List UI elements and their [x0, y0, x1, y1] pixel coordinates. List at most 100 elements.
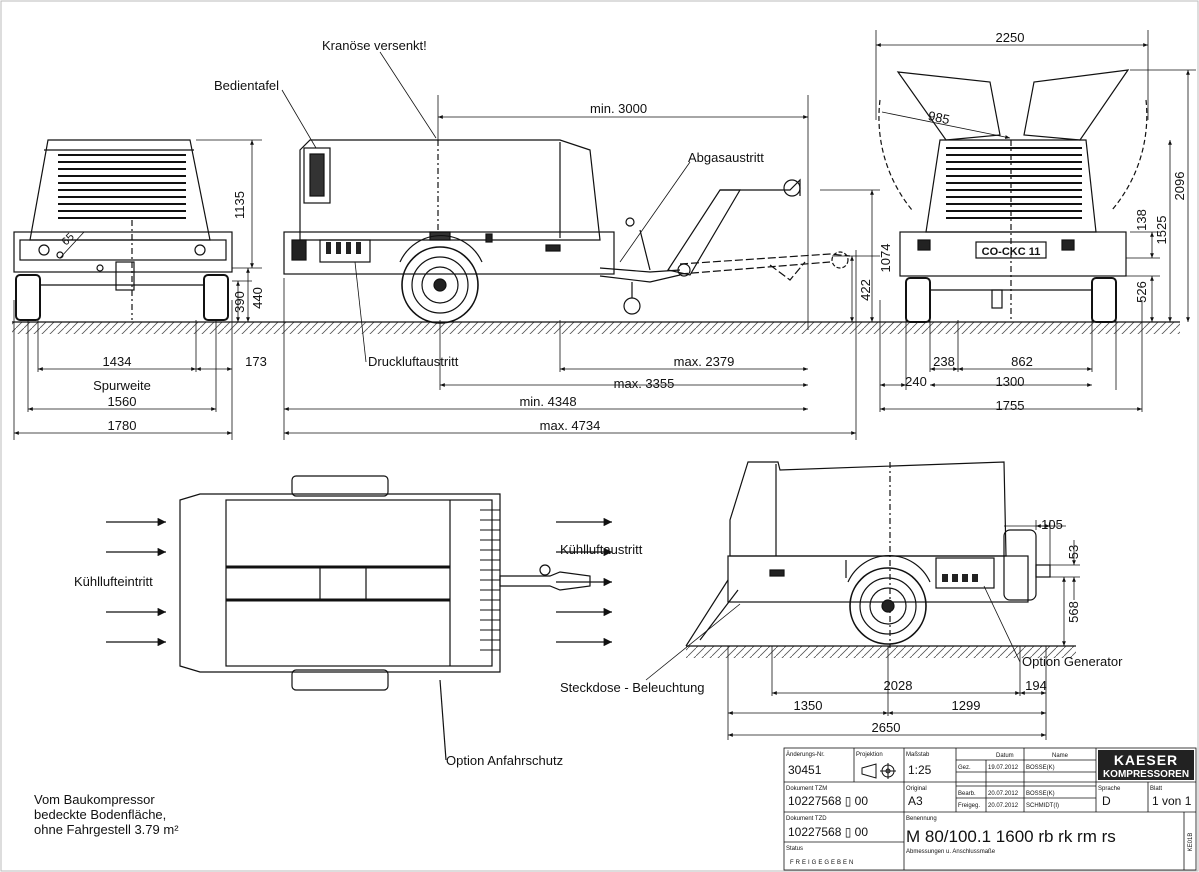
dim-1300: 1300 [996, 374, 1025, 389]
tb-aenderung-value: 30451 [788, 763, 822, 777]
dim-1434: 1434 [103, 354, 132, 369]
tb-status-label: Status [786, 846, 803, 852]
tb-freig-label: Freigeg. [958, 803, 980, 809]
dim-422: 422 [858, 279, 873, 301]
tb-sprache-value: D [1102, 794, 1111, 808]
label-druckluftaustritt: Druckluftaustritt [368, 354, 459, 369]
side-view-text: Kranöse versenkt! Bedientafel min. 3000 … [214, 38, 893, 433]
side-view-2 [685, 461, 1051, 648]
tb-name-label: Name [1052, 753, 1069, 759]
tb-sprache-label: Sprache [1098, 786, 1121, 792]
license-plate: CO-CKC 11 [982, 246, 1041, 258]
rear-view [878, 69, 1148, 323]
tb-bearb-name: BOSSE(K) [1026, 791, 1055, 797]
tb-massstab-value: 1:25 [908, 763, 932, 777]
dim-1074: 1074 [878, 244, 893, 273]
tb-bez-sub: Abmessungen u. Anschlussmaße [906, 849, 996, 855]
tb-original-value: A3 [908, 794, 923, 808]
label-kuehllufteintritt: Kühllufteintritt [74, 574, 153, 589]
tb-massstab-label: Maßstab [906, 752, 930, 758]
dim-max-2379: max. 2379 [674, 354, 735, 369]
title-block: Änderungs-Nr. Projektion Maßstab Datum N… [783, 747, 1197, 871]
front-view [13, 139, 233, 321]
tb-doc-tzd-label: Dokument TZD [786, 816, 827, 822]
dim-1135: 1135 [232, 191, 247, 219]
label-option-anfahrschutz: Option Anfahrschutz [446, 753, 563, 768]
label-kuehlluftaustritt: Kühlluftaustritt [560, 542, 643, 557]
kaeser-logo-sub: KOMPRESSOREN [1103, 769, 1189, 780]
tb-doc-tzm-label: Dokument TZM [786, 786, 827, 792]
dim-440: 440 [250, 287, 265, 309]
footprint-note: Vom Baukompressor bedeckte Bodenfläche, … [34, 792, 179, 837]
tb-bearb-label: Bearb. [958, 791, 976, 797]
tb-bearb-date: 20.07.2012 [988, 791, 1019, 797]
front-view-dim-text: 1135 65 390 440 1434 173 Spurweite 1560 … [60, 191, 267, 433]
tb-status-value: FREIGEGEBEN [790, 860, 855, 866]
tb-gez-date: 19.07.2012 [988, 765, 1019, 771]
note-line-1: Vom Baukompressor [34, 792, 155, 807]
tb-aenderung-label: Änderungs-Nr. [786, 751, 825, 758]
dim-53: 53 [1066, 545, 1081, 559]
dim-390: 390 [232, 291, 247, 313]
dim-1299: 1299 [952, 698, 981, 713]
dim-min-3000: min. 3000 [590, 101, 647, 116]
dim-568: 568 [1066, 601, 1081, 623]
side-view-2-dims [645, 520, 1080, 740]
label-option-generator: Option Generator [1022, 654, 1123, 669]
side-view-dims [281, 51, 880, 440]
dim-min-4348: min. 4348 [519, 394, 576, 409]
rear-view-dims [875, 30, 1196, 412]
dim-2650: 2650 [872, 720, 901, 735]
dim-173: 173 [245, 354, 267, 369]
tb-gez-name: BOSSE(K) [1026, 765, 1055, 771]
tb-doc-tzd-value: 10227568 ▯ 00 [788, 825, 868, 839]
dim-max-4734: max. 4734 [540, 418, 601, 433]
side-view [283, 139, 851, 324]
dim-1780: 1780 [108, 418, 137, 433]
dim-2250: 2250 [996, 30, 1025, 45]
tb-bez-label: Benennung [906, 816, 937, 822]
dim-105: 105 [1041, 517, 1063, 532]
dim-1350: 1350 [794, 698, 823, 713]
dim-1525: 1525 [1154, 216, 1169, 245]
top-view-airflow-arrows [106, 517, 612, 647]
dim-985: 985 [927, 108, 951, 127]
tb-side-code: KE01B [1188, 833, 1194, 852]
label-kranoese: Kranöse versenkt! [322, 38, 427, 53]
dim-194: 194 [1025, 678, 1047, 693]
dim-max-3355: max. 3355 [614, 376, 675, 391]
note-line-3: ohne Fahrgestell 3.79 m² [34, 822, 179, 837]
tb-freig-name: SCHMIDT(I) [1026, 803, 1059, 809]
tb-blatt-value: 1 von 1 [1152, 794, 1192, 808]
tb-projektion-label: Projektion [856, 752, 883, 758]
dim-1755: 1755 [996, 398, 1025, 413]
dim-2096: 2096 [1172, 172, 1187, 201]
tb-gez-label: Gez. [958, 765, 971, 771]
dim-65: 65 [60, 231, 77, 248]
label-bedientafel: Bedientafel [214, 78, 279, 93]
dim-526: 526 [1134, 281, 1149, 303]
projection-symbol-icon [861, 763, 896, 779]
dim-862: 862 [1011, 354, 1033, 369]
rear-view-text-plate: CO-CKC 11 [982, 246, 1041, 258]
dim-238: 238 [933, 354, 955, 369]
tb-doc-tzm-value: 10227568 ▯ 00 [788, 794, 868, 808]
label-spurweite: Spurweite [93, 378, 151, 393]
ground-hatch [12, 321, 1180, 658]
dim-1560: 1560 [108, 394, 137, 409]
tb-blatt-label: Blatt [1150, 786, 1162, 792]
rear-view-dim-text: 2250 985 2096 1525 138 526 238 862 240 1… [905, 30, 1187, 413]
tb-original-label: Original [906, 786, 927, 792]
front-view-dims [13, 139, 262, 440]
kaeser-logo: KAESER [1114, 752, 1178, 768]
dim-2028: 2028 [884, 678, 913, 693]
tb-freig-date: 20.07.2012 [988, 803, 1019, 809]
dim-138: 138 [1134, 209, 1149, 231]
tb-bez-value: M 80/100.1 1600 rb rk rm rs [906, 827, 1116, 846]
label-steckdose: Steckdose - Beleuchtung [560, 680, 705, 695]
side-view-2-text: 105 53 568 Option Generator Steckdose - … [560, 517, 1123, 735]
note-line-2: bedeckte Bodenfläche, [34, 807, 167, 822]
tb-datum-label: Datum [996, 753, 1014, 759]
top-view [179, 475, 591, 761]
